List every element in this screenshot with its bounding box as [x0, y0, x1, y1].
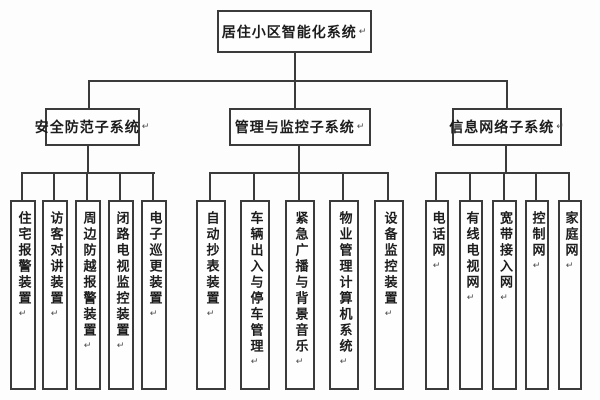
- branch-label: 管理与监控子系统: [234, 120, 355, 136]
- paragraph-mark: ↵: [205, 309, 216, 322]
- leaf-node-electronic-patrol: 电子巡更装置↵: [141, 200, 167, 390]
- paragraph-mark: ↵: [141, 122, 151, 132]
- leaf-node-property-computer-system: 物业管理计算机系统↵: [329, 200, 359, 390]
- leaf-node-cable-tv-network: 有线电视网↵: [459, 200, 483, 390]
- paragraph-mark: ↵: [115, 341, 126, 354]
- leaf-node-perimeter-alarm: 周边防越报警装置↵: [75, 200, 101, 390]
- paragraph-mark: ↵: [383, 309, 394, 322]
- connector-g3-bar: [435, 172, 570, 174]
- leaf-label: 闭路电视监控装置↵: [113, 211, 129, 354]
- connector-g2-stem: [298, 146, 300, 174]
- connector-g2-drop2: [253, 172, 255, 200]
- paragraph-mark: ↵: [249, 357, 260, 370]
- connector-g1-bar: [21, 172, 155, 174]
- paragraph-mark: ↵: [556, 122, 565, 132]
- leaf-node-vehicle-parking-management: 车辆出入与停车管理↵: [240, 200, 270, 390]
- leaf-label: 住宅报警装置↵: [15, 211, 31, 322]
- branch-label: 信息网络子系统: [449, 120, 555, 136]
- connector-branch1-drop: [88, 80, 90, 108]
- paragraph-mark: ↵: [358, 26, 368, 37]
- branch-label: 安全防范子系统: [34, 120, 140, 136]
- leaf-label: 物业管理计算机系统↵: [336, 211, 352, 370]
- connector-g1-drop4: [119, 172, 121, 200]
- connector-g2-drop5: [387, 172, 389, 200]
- connector-branch2-drop: [294, 80, 296, 108]
- connector-g1-drop3: [86, 172, 88, 200]
- leaf-node-auto-meter-reading: 自动抄表装置↵: [196, 200, 226, 390]
- leaf-label: 家庭网↵: [562, 211, 578, 274]
- leaf-label: 周边防越报警装置↵: [80, 211, 96, 354]
- paragraph-mark: ↵: [356, 122, 366, 132]
- connector-g2-drop3: [298, 172, 300, 200]
- leaf-label: 有线电视网↵: [463, 211, 479, 306]
- leaf-node-visitor-intercom: 访客对讲装置↵: [42, 200, 68, 390]
- leaf-label: 电话网↵: [429, 211, 445, 274]
- leaf-label: 电子巡更装置↵: [146, 211, 162, 322]
- root-node-label: 居住小区智能化系统: [221, 24, 357, 41]
- connector-branch3-drop: [506, 80, 508, 108]
- leaf-label: 车辆出入与停车管理↵: [247, 211, 263, 370]
- connector-g1-drop1: [21, 172, 23, 200]
- paragraph-mark: ↵: [564, 261, 575, 274]
- paragraph-mark: ↵: [82, 341, 93, 354]
- connector-root-bar: [88, 80, 508, 82]
- paragraph-mark: ↵: [148, 309, 159, 322]
- paragraph-mark: ↵: [49, 309, 60, 322]
- connector-g3-drop1: [435, 172, 437, 200]
- leaf-node-home-network: 家庭网↵: [558, 200, 582, 390]
- connector-g3-drop4: [535, 172, 537, 200]
- connector-g3-drop2: [469, 172, 471, 200]
- leaf-node-equipment-monitoring: 设备监控装置↵: [374, 200, 404, 390]
- connector-g1-drop2: [53, 172, 55, 200]
- paragraph-mark: ↵: [294, 357, 305, 370]
- leaf-label: 设备监控装置↵: [381, 211, 397, 322]
- leaf-label: 宽带接入网↵: [497, 211, 512, 306]
- paragraph-mark: ↵: [465, 293, 476, 306]
- connector-g1-drop5: [152, 172, 154, 200]
- connector-g3-stem: [505, 146, 507, 174]
- leaf-label: 访客对讲装置↵: [47, 211, 63, 322]
- leaf-node-emergency-broadcast: 紧急广播与背景音乐↵: [285, 200, 315, 390]
- leaf-label: 紧急广播与背景音乐↵: [292, 211, 308, 370]
- paragraph-mark: ↵: [499, 293, 509, 306]
- connector-g3-drop5: [568, 172, 570, 200]
- leaf-node-residential-alarm: 住宅报警装置↵: [10, 200, 36, 390]
- branch-node-security: 安全防范子系统↵: [35, 108, 149, 146]
- paragraph-mark: ↵: [17, 309, 28, 322]
- connector-g3-drop3: [503, 172, 505, 200]
- paragraph-mark: ↵: [431, 261, 442, 274]
- connector-g2-drop1: [209, 172, 211, 200]
- leaf-node-broadband-access-network: 宽带接入网↵: [492, 200, 517, 390]
- branch-node-network: 信息网络子系统↵: [449, 108, 565, 146]
- connector-g1-stem: [87, 146, 89, 174]
- leaf-label: 自动抄表装置↵: [203, 211, 219, 322]
- connector-g2-drop4: [342, 172, 344, 200]
- leaf-node-control-network: 控制网↵: [525, 200, 549, 390]
- leaf-label: 控制网↵: [529, 211, 545, 274]
- leaf-node-cctv-monitoring: 闭路电视监控装置↵: [108, 200, 134, 390]
- branch-node-management: 管理与监控子系统↵: [229, 108, 371, 146]
- paragraph-mark: ↵: [338, 357, 349, 370]
- leaf-node-telephone-network: 电话网↵: [425, 200, 449, 390]
- root-node: 居住小区智能化系统↵: [217, 10, 372, 53]
- connector-root-stem: [294, 53, 296, 81]
- paragraph-mark: ↵: [531, 261, 542, 274]
